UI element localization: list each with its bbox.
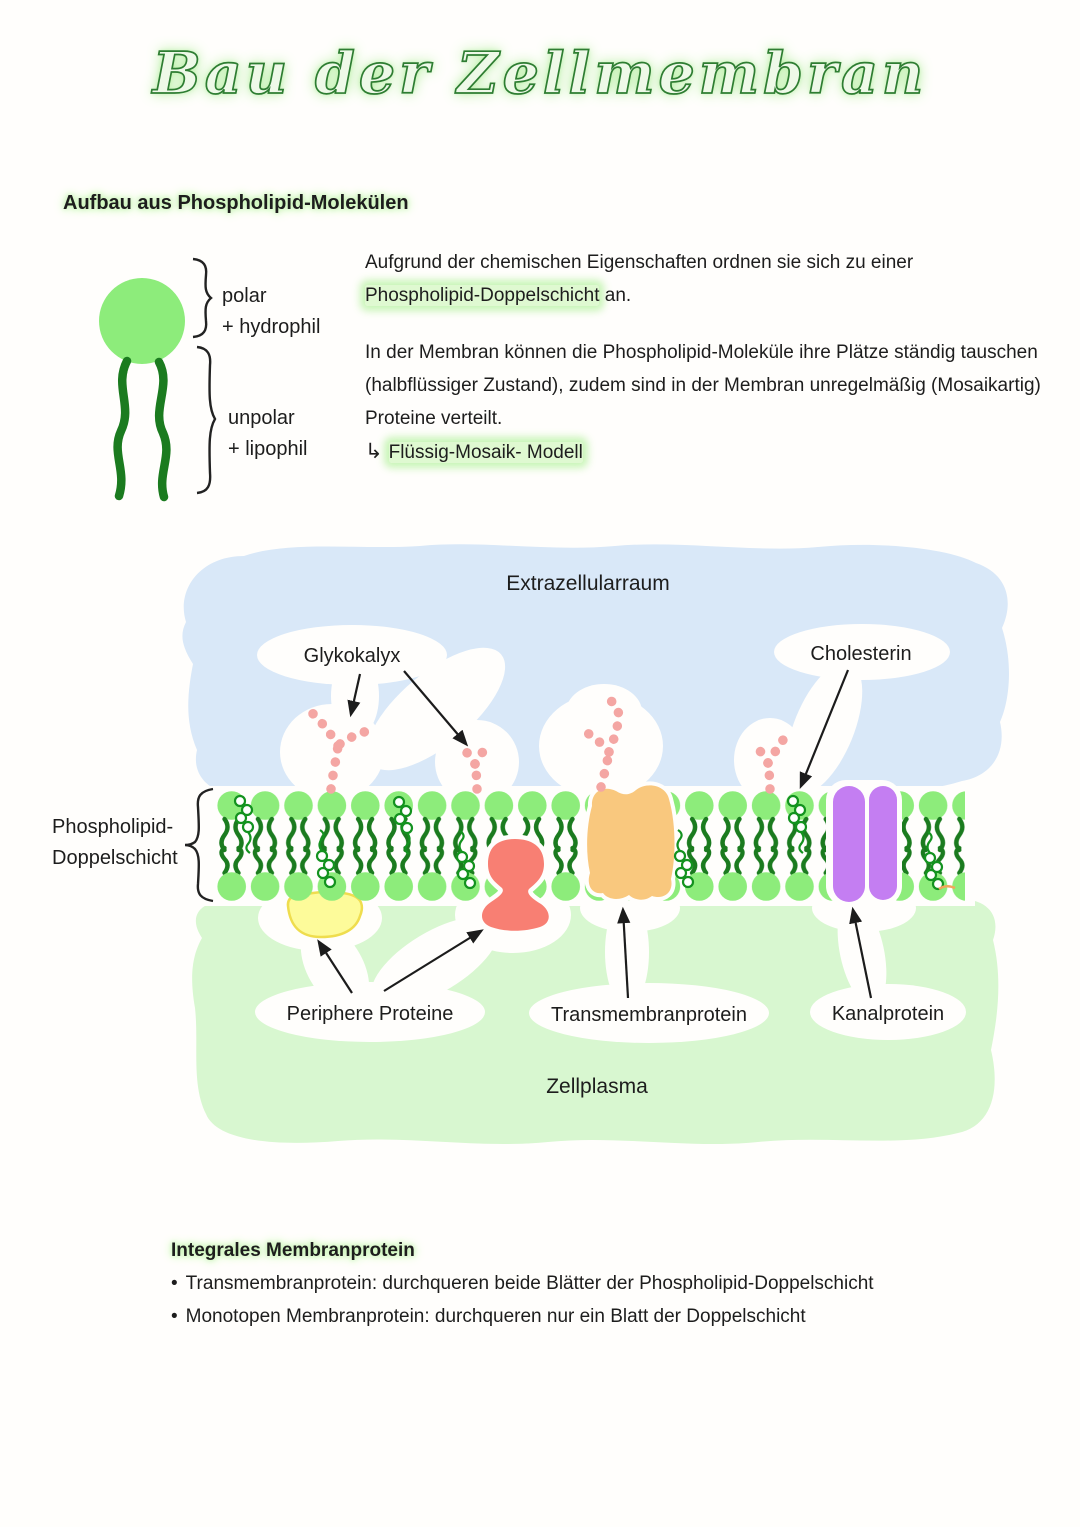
transmembrane-protein <box>583 781 679 904</box>
section-heading-integral: Integrales Membranprotein <box>171 1240 415 1261</box>
glycocalyx-arrow-1 <box>347 673 362 718</box>
integral-protein-notes: Integrales Membranprotein • Transmembranp… <box>171 1234 874 1333</box>
paragraph-doppelschicht: Aufgrund der chemischen Eigenschaften or… <box>365 246 913 312</box>
label-lipophil: + lipophil <box>228 438 308 460</box>
label-cytoplasm: Zellplasma <box>546 1075 648 1098</box>
label-extracellular: Extrazellularraum <box>506 572 669 595</box>
bullet-line: • Transmembranprotein: durchqueren beide … <box>171 1267 874 1300</box>
brace-polar <box>192 257 213 339</box>
cholesterol-molecules <box>233 794 956 891</box>
label-transmembrane: Transmembranprotein <box>551 1004 747 1026</box>
peripheral-arrow-2 <box>383 929 484 992</box>
highlighted-term: Flüssig-Mosaik- Modell <box>388 442 583 463</box>
bullet-icon: • <box>171 1306 178 1327</box>
label-bilayer-line2: Doppelschicht <box>52 847 178 869</box>
glycocalyx-arrow-2 <box>403 670 469 747</box>
phospholipid-head <box>99 278 185 364</box>
transmembrane-arrow <box>617 906 631 999</box>
peripheral-protein-red <box>477 834 554 936</box>
annotation-arrows <box>317 669 873 999</box>
paragraph-line: ↳Flüssig-Mosaik- Modell <box>365 435 1041 469</box>
bullet-line: • Monotopen Membranprotein: durchqueren n… <box>171 1300 874 1333</box>
phospholipid-tails <box>113 356 171 502</box>
brace-unpolar <box>196 345 217 495</box>
peripheral-arrow-1 <box>317 939 353 994</box>
paragraph-membran: In der Membran können die Phospholipid-M… <box>365 336 1041 469</box>
channel-protein <box>826 780 902 906</box>
paragraph-line: Proteine verteilt. <box>365 408 503 429</box>
label-unpolar: unpolar <box>228 407 295 429</box>
label-cholesterol: Cholesterin <box>810 643 911 665</box>
phospholipid-molecule-figure: polar + hydrophil unpolar + lipophil <box>99 257 320 502</box>
membrane-diagram: Extrazellularraum Glykokalyx Cholesterin… <box>52 544 1009 1145</box>
bullet-text: Monotopen Membranprotein: durchqueren nu… <box>185 1306 806 1327</box>
label-hydrophil: + hydrophil <box>222 316 320 338</box>
return-arrow-icon: ↳ <box>365 440 383 463</box>
paragraph-line: Phospholipid-Doppelschicht an. <box>365 279 913 312</box>
page-title: Bau der Zellmembran <box>152 39 928 108</box>
label-channel: Kanalprotein <box>832 1003 944 1025</box>
channel-arrow <box>849 906 873 999</box>
label-bilayer-line1: Phospholipid- <box>52 816 173 838</box>
label-glycocalyx: Glykokalyx <box>304 645 401 667</box>
highlighted-term: Phospholipid-Doppelschicht <box>365 285 600 306</box>
label-polar: polar <box>222 285 267 307</box>
label-peripheral: Periphere Proteine <box>287 1003 454 1025</box>
paragraph-line: Aufgrund der chemischen Eigenschaften or… <box>365 252 914 273</box>
paragraph-line: (halbflüssiger Zustand), zudem sind in d… <box>365 375 1041 396</box>
paragraph-text: an. <box>599 285 632 306</box>
bullet-text: Transmembranprotein: durchqueren beide B… <box>185 1273 874 1294</box>
section-heading-phospholipid: Aufbau aus Phospholipid-Molekülen <box>63 192 409 214</box>
paragraph-line: In der Membran können die Phospholipid-M… <box>365 342 1038 363</box>
cholesterol-arrow <box>799 669 850 790</box>
bullet-icon: • <box>171 1273 178 1294</box>
glycocalyx-chains <box>304 695 788 794</box>
small-orange-squiggle <box>938 885 956 891</box>
bilayer-brace <box>184 787 214 903</box>
